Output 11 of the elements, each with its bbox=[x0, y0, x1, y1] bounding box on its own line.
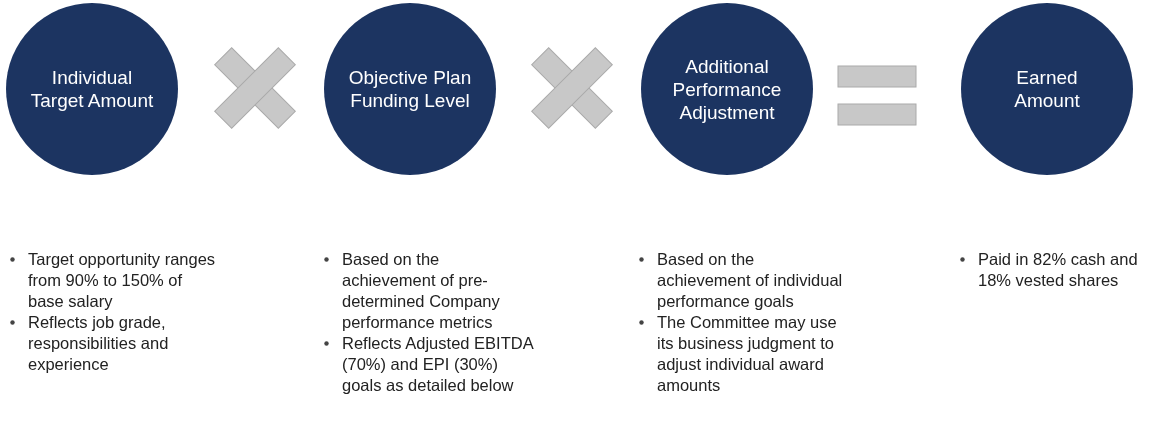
bullet-text: Target opportunity ranges from 90% to 150% of base salary bbox=[28, 249, 217, 312]
bullet-text: The Committee may use its business judgment to adjust individual award amounts bbox=[657, 312, 838, 396]
node-label: Earned Amount bbox=[1013, 66, 1081, 112]
bullet-text: Reflects job grade, responsibilities and experience bbox=[28, 312, 170, 375]
node-label: Objective Plan Funding Level bbox=[347, 66, 473, 112]
node-label: Additional Performance Adjustment bbox=[671, 54, 783, 124]
bullet-text: Paid in 82% cash and 18% vested shares bbox=[978, 249, 1139, 291]
bullet-text: Based on the achievement of individual performance goals bbox=[657, 249, 844, 312]
bullet-text: Based on the achievement of pre-determined Company performance metrics bbox=[342, 249, 501, 333]
bullet-text: Reflects Adjusted EBITDA (70%) and EPI (30%) goals as detailed below bbox=[342, 333, 534, 396]
node-label: Individual Target Amount bbox=[29, 66, 155, 112]
